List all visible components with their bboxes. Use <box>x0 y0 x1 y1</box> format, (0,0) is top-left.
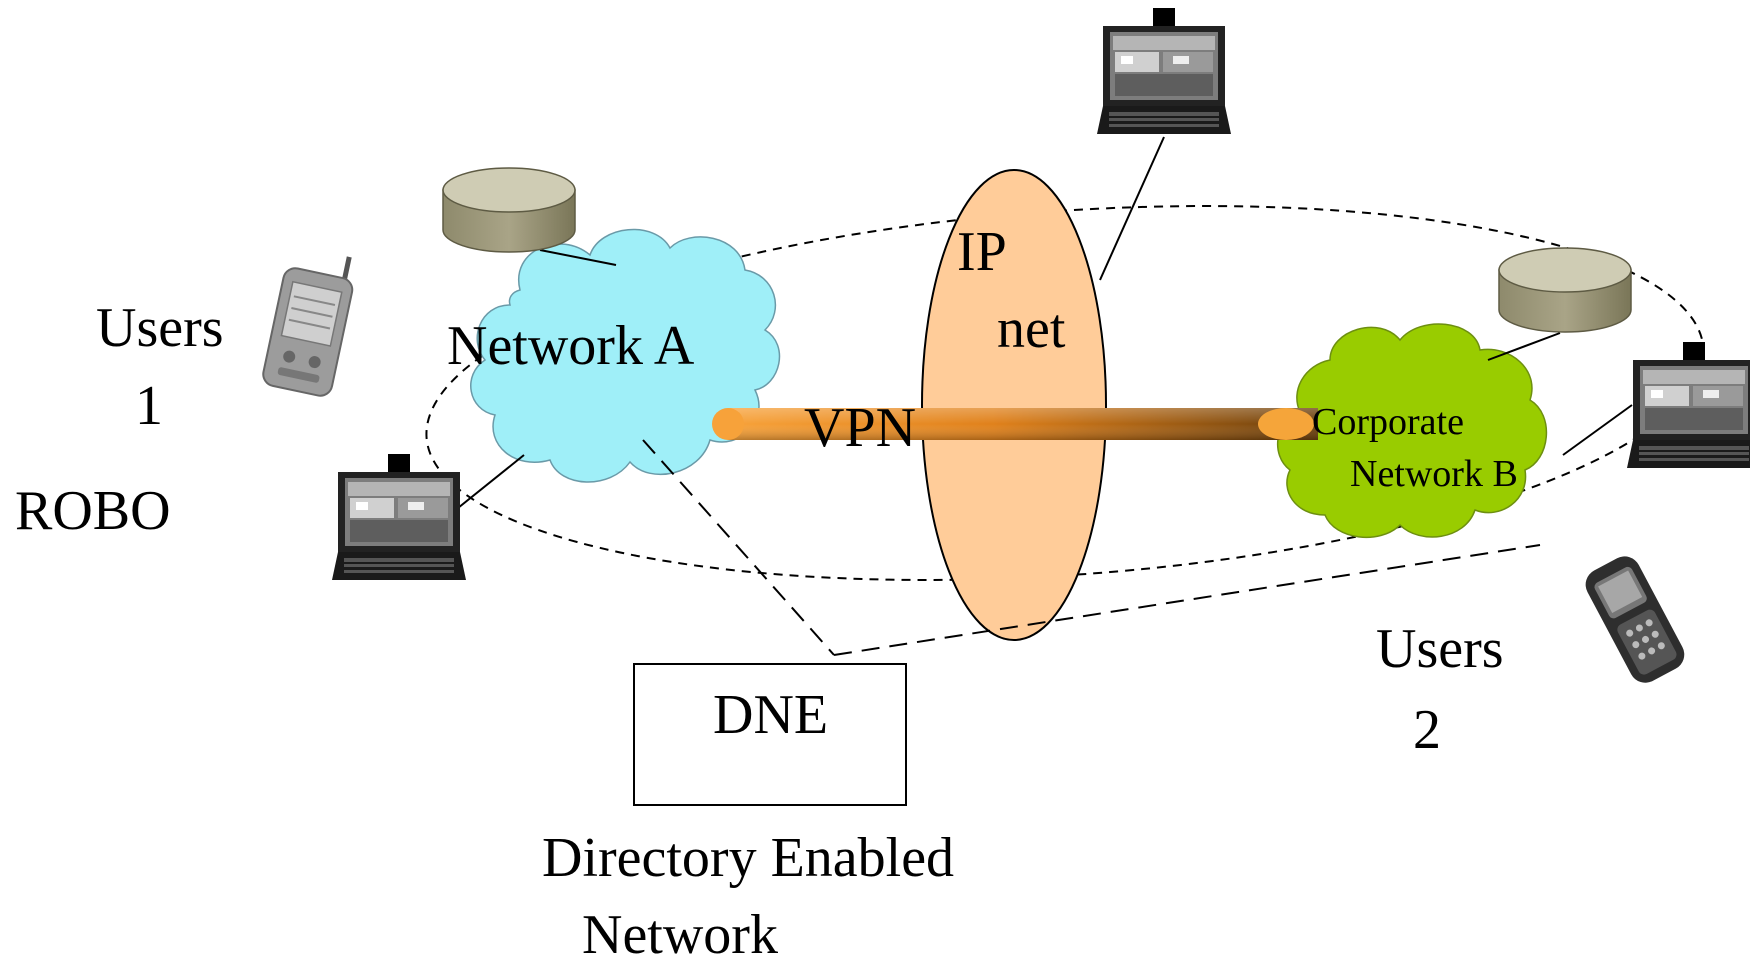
net-label: net <box>997 298 1066 360</box>
laptop-b-link <box>1562 404 1633 456</box>
ip-net-ellipse <box>921 169 1107 641</box>
db-b-link <box>1487 332 1561 361</box>
users-1-number: 1 <box>135 375 163 437</box>
network-label: Network <box>582 904 778 961</box>
dne-link-a <box>642 439 835 656</box>
corporate-label: Corporate <box>1312 401 1464 443</box>
laptop-icon <box>332 454 466 580</box>
directory-enabled-label: Directory Enabled <box>542 827 955 889</box>
laptop-icon <box>1627 342 1750 468</box>
dne-box <box>633 663 907 806</box>
corporate-network-b-cloud <box>1276 323 1548 538</box>
network-b-label: Network B <box>1350 453 1518 495</box>
network-a-label: Network A <box>447 315 695 377</box>
robo-label: ROBO <box>15 480 171 542</box>
vpn-label: VPN <box>804 397 917 459</box>
dne-link-b <box>833 544 1541 656</box>
database-icon <box>1498 247 1632 333</box>
ip-label: IP <box>957 221 1007 283</box>
laptop-ip-link <box>1099 136 1165 281</box>
users-1-label: Users <box>96 297 224 359</box>
laptop-a-link <box>457 454 525 509</box>
pda-icon <box>262 256 354 397</box>
db-a-link <box>539 249 617 266</box>
database-icon <box>442 167 576 253</box>
laptop-icon <box>1097 8 1231 134</box>
vpn-tunnel <box>712 408 1318 440</box>
users-2-number: 2 <box>1413 699 1441 761</box>
users-2-label: Users <box>1376 618 1504 680</box>
dne-label: DNE <box>713 684 829 746</box>
mobile-phone-icon <box>1585 556 1685 683</box>
network-a-cloud <box>470 228 781 483</box>
